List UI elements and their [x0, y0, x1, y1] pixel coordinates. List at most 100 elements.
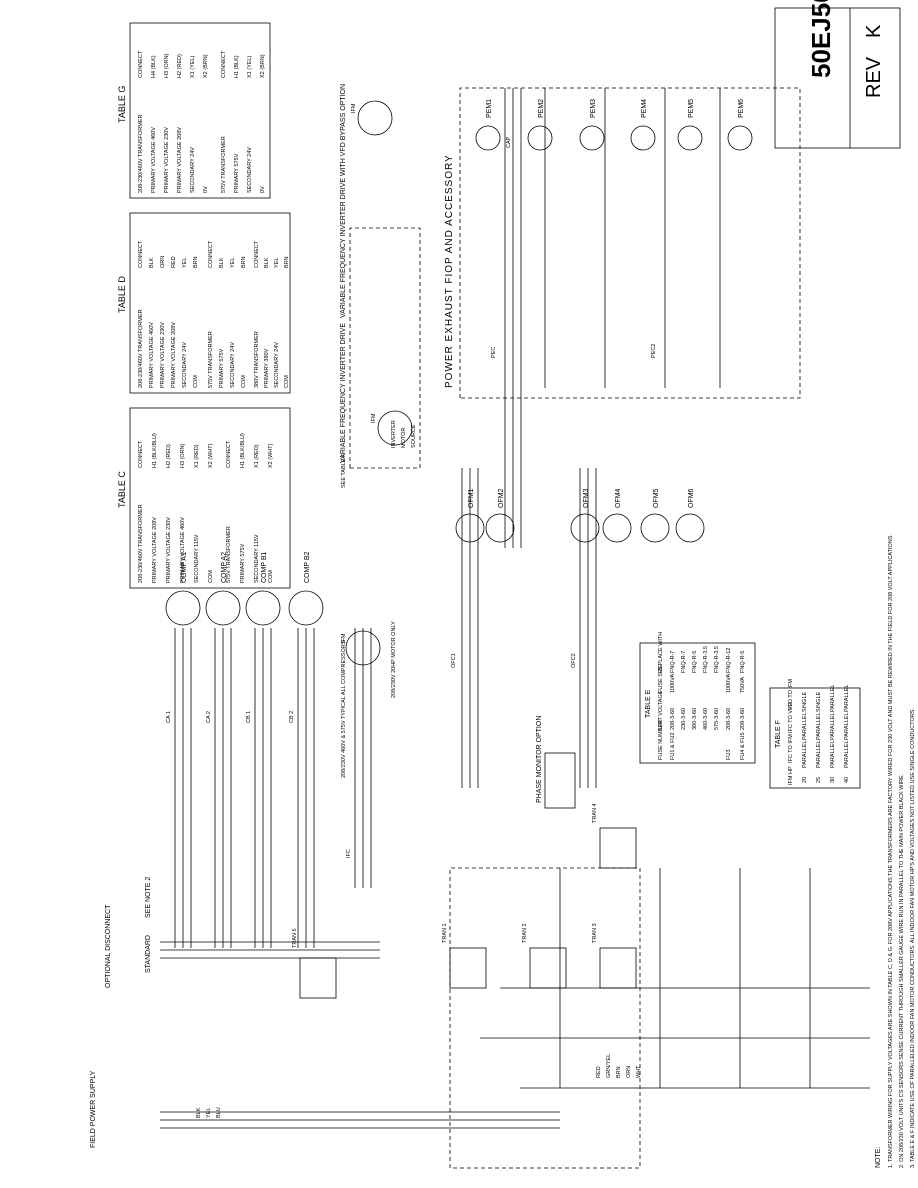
- table-f-cell: 20: [802, 777, 808, 783]
- table-e-cell: FNQ-R-7: [681, 651, 687, 673]
- table-g-cell: H3 (ORN): [164, 53, 170, 78]
- table-c-cell: CONNECT: [138, 440, 144, 468]
- ofm2-label: OFM2: [498, 488, 505, 508]
- wire-blu: BLU: [216, 1107, 222, 1118]
- table-f-cell: PARALLEL: [844, 741, 850, 768]
- table-d-title: TABLE D: [117, 276, 127, 313]
- table-f-cell: SINGLE: [802, 691, 808, 712]
- tran-5-symbol: [299, 957, 337, 999]
- wire-wht: WHT: [636, 1065, 642, 1078]
- table-f-header: IFC TO IFM: [788, 734, 794, 763]
- table-d-cell: ORN: [160, 256, 166, 268]
- table-d-cell: SECONDARY 24V: [274, 342, 280, 388]
- table-f-cell: PARALLEL: [830, 741, 836, 768]
- table-d-cell: BRN: [284, 256, 290, 268]
- table-d-cell: PRIMARY VOLTAGE 208V: [171, 322, 177, 388]
- table-e-header: UNIT VOLTAGE: [658, 690, 664, 730]
- table-f-cell: PARALLEL: [830, 685, 836, 712]
- table-e-cell: FNQ-R-7: [670, 651, 676, 673]
- table-e-header: FUSE SIZE: [658, 664, 664, 693]
- comp-a2-symbol: [205, 590, 241, 626]
- pem6-label: PEM6: [738, 99, 745, 118]
- table-c-cell: PRIMARY VOLTAGE 230V: [166, 517, 172, 583]
- table-e-cell: FNQ-R-5: [740, 651, 746, 673]
- tran-4-label: TRAN 4: [592, 803, 598, 823]
- table-g-cell: X2 (BRN): [260, 54, 266, 78]
- table-e-header: REPLACE WITH: [658, 632, 664, 673]
- table-g-title: TABLE G: [117, 86, 127, 123]
- table-f-cell: PARALLEL: [844, 713, 850, 740]
- pem1-label: PEM1: [486, 99, 493, 118]
- table-d-cell: 575V TRANSFORMER: [208, 331, 214, 388]
- tran-3-symbol: [599, 947, 637, 989]
- wire-orn: ORN: [626, 1066, 632, 1078]
- power-exhaust-heading: POWER EXHAUST FIOP AND ACCESSORY: [444, 154, 455, 388]
- table-c-rows: 208-230/460V TRANSFORMER CONNECT PRIMARY…: [138, 433, 274, 583]
- wire-yel: YEL: [206, 1108, 212, 1118]
- table-g-cell: 208-230/460V TRANSFORMER: [138, 115, 144, 193]
- table-c-box: [129, 407, 291, 589]
- tran-1-label: TRAN 1: [442, 923, 448, 943]
- table-c-cell: H1 (BLK/BLU): [152, 433, 158, 468]
- table-c-cell: X2 (WHT): [268, 443, 274, 468]
- table-e-box: [639, 642, 756, 764]
- pem5-label: PEM5: [688, 99, 695, 118]
- revision-value: K: [863, 24, 885, 38]
- table-c-cell: 208-230/460V TRANSFORMER: [138, 505, 144, 583]
- table-g-cell: X2 (BRN): [203, 54, 209, 78]
- revision-label: REV: [863, 56, 885, 98]
- table-d-cell: YEL: [182, 258, 188, 268]
- table-d-cell: PRIMARY 575V: [219, 348, 225, 388]
- table-d-cell: CONNECT: [138, 240, 144, 268]
- table-f-cell: PARALLEL: [816, 741, 822, 768]
- table-d-cell: CONNECT: [208, 240, 214, 268]
- contactor-pec2-label: PEC2: [651, 344, 657, 358]
- table-f-rows: IFM HP IFC TO IFM IFC TO VFD VFD TO IFM …: [788, 679, 850, 785]
- table-d-cell: COM: [241, 375, 247, 388]
- table-e-cell: 380-3-60: [692, 708, 698, 730]
- contactor-ca2-label: CA 2: [206, 711, 212, 723]
- table-c-cell: COM: [208, 570, 214, 583]
- vfd-source-label: SOURCE: [411, 424, 417, 448]
- contactor-ca1-label: CA 1: [166, 711, 172, 723]
- comp-b1-symbol: [245, 590, 281, 626]
- power-exhaust-enclosure: [459, 87, 801, 399]
- comp-b1-label: COMP B1: [261, 552, 268, 583]
- table-c-cell: CONNECT: [226, 440, 232, 468]
- phase-monitor-box: [544, 752, 576, 809]
- ifm-symbol-3: [357, 100, 393, 136]
- table-e-cell: FNQ-R-5: [692, 651, 698, 673]
- ofm3-label: OFM3: [583, 488, 590, 508]
- optional-disconnect-label: OPTIONAL DISCONNECT: [105, 904, 112, 988]
- table-f-cell: 30: [830, 777, 836, 783]
- pem2-symbol: [527, 125, 553, 151]
- ofm1-symbol: [455, 513, 485, 543]
- ofm5-label: OFM5: [653, 488, 660, 508]
- table-e-cell: FU1 & FU2: [670, 732, 676, 760]
- pem4-label: PEM4: [641, 99, 648, 118]
- table-e-cell: FNQ-R-3.5: [714, 646, 720, 673]
- table-e-cell: 460-3-60: [703, 708, 709, 730]
- contactor-cb1-label: CB 1: [246, 711, 252, 723]
- table-g-cell: 575V TRANSFORMER: [221, 136, 227, 193]
- title-block: [774, 7, 901, 149]
- table-d-cell: SECONDARY 24V: [230, 342, 236, 388]
- table-f-box: [769, 687, 861, 789]
- wire-red: RED: [596, 1066, 602, 1078]
- pem3-symbol: [579, 125, 605, 151]
- table-c-cell: H3 (ORN): [180, 443, 186, 468]
- ofm4-symbol: [602, 513, 632, 543]
- table-e-cell: 208-3-60: [726, 708, 732, 730]
- table-f-cell: PARALLEL: [830, 713, 836, 740]
- table-c-cell: H2 (RED): [166, 444, 172, 468]
- contactor-ifc-label: IFC: [346, 849, 352, 858]
- note-1: 1. TRANSFORMER WIRING FOR SUPPLY VOLTAGE…: [888, 534, 894, 1168]
- table-d-cell: BRN: [193, 256, 199, 268]
- table-e-title: TABLE E: [645, 689, 652, 718]
- tran-3-label: TRAN 3: [592, 923, 598, 943]
- tran-1-symbol: [449, 947, 487, 989]
- ifm-symbol-2: [377, 410, 413, 446]
- table-d-box: [129, 212, 291, 394]
